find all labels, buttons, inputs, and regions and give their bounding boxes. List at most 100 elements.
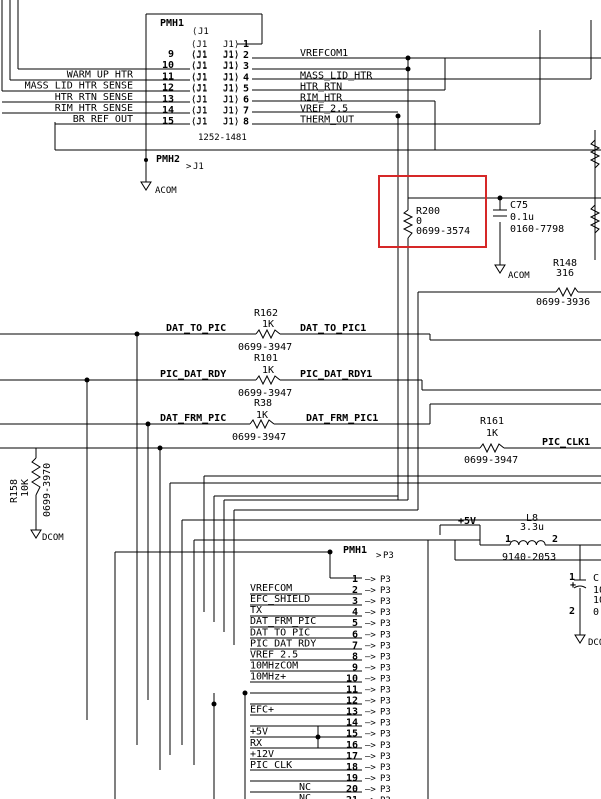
j1-pin-net: MASS_LID_HTR bbox=[300, 70, 373, 81]
r101-part: 0699-3947 bbox=[238, 388, 292, 399]
ground-acom-1: ACOM bbox=[140, 181, 177, 196]
p3-pin-net: EFC+ bbox=[250, 705, 274, 716]
p3-pin-arrow: —> bbox=[365, 663, 376, 673]
j1-pin-net: HTR_RTN bbox=[300, 81, 342, 92]
p3-pin-net: +12V bbox=[250, 749, 274, 760]
r158-part: 0699-3970 bbox=[42, 463, 53, 517]
j1-pin-connector: J1⟩ bbox=[223, 118, 239, 128]
p3-pin-arrow: —> bbox=[365, 630, 376, 640]
j1-pin-number: 2 bbox=[243, 50, 249, 61]
cap-plus: + bbox=[570, 580, 576, 591]
r161-value: 1K bbox=[486, 428, 498, 439]
p3-pin-conn: P3 bbox=[380, 586, 391, 596]
j1-pin-number: 11 bbox=[162, 71, 174, 82]
r38-part: 0699-3947 bbox=[232, 432, 286, 443]
p3-pin-arrow: —> bbox=[365, 741, 376, 751]
p3-pin-arrow: —> bbox=[365, 575, 376, 585]
pmh2-symbol: PMH2 > J1 bbox=[156, 154, 204, 172]
p3-pin-number: 6 bbox=[352, 629, 358, 640]
j1-pin-net: RIM_HTR bbox=[300, 93, 343, 104]
j1-pin-connector: ⟨J1 bbox=[191, 95, 207, 105]
j1-pin-connector: J1⟩ bbox=[223, 50, 239, 60]
partial-resistors-right bbox=[589, 139, 601, 234]
p3-pin-conn: P3 bbox=[380, 608, 391, 618]
l8-ref: L8 bbox=[526, 513, 538, 524]
p3-pin-net: VREF_2.5 bbox=[250, 649, 298, 660]
p3-pin-number: 20 bbox=[346, 784, 358, 795]
j1-pin-connector: J1⟩ bbox=[223, 106, 239, 116]
j1-pin-number: 14 bbox=[162, 105, 174, 116]
p3-pin-number: 7 bbox=[352, 640, 358, 651]
p3-pin-conn: P3 bbox=[380, 686, 391, 696]
resistor-r148: R148 316 0699-3936 bbox=[536, 258, 590, 308]
p3-pin-conn: P3 bbox=[380, 774, 391, 784]
connector-p3: PMH1 > P3 1—>P32—>P3VREFCOM3—>P3EFC_SHIE… bbox=[250, 545, 394, 799]
p3-pin-conn: P3 bbox=[380, 785, 391, 795]
p3-pin-number: 4 bbox=[352, 607, 358, 618]
p3-conn-arrow: > bbox=[376, 551, 382, 561]
p3-pin-net: TX bbox=[250, 605, 262, 616]
cap-part: 0 bbox=[593, 607, 599, 618]
resistor-r161: R161 1K 0699-3947 PIC_CLK1 bbox=[464, 416, 590, 466]
p3-pin-arrow: —> bbox=[365, 586, 376, 596]
j1-pin-net: HTR_RTN_SENSE bbox=[55, 92, 133, 103]
j1-pin-connector: ⟨J1 bbox=[191, 61, 207, 71]
l8-part: 9140-2053 bbox=[502, 552, 556, 563]
p3-pin-row: 12—>P3 bbox=[346, 696, 391, 707]
p3-pin-arrow: —> bbox=[365, 785, 376, 795]
p3-ref: PMH1 bbox=[343, 545, 367, 556]
j1-conn-top: ⟨ bbox=[192, 27, 197, 37]
j1-pin-number: 12 bbox=[162, 83, 174, 94]
j1-pin-number: 7 bbox=[243, 106, 249, 117]
p3-pin-conn: P3 bbox=[380, 641, 391, 651]
j1-pin-connector: J1⟩ bbox=[223, 61, 239, 71]
j1-pin-connector: J1⟩ bbox=[223, 40, 239, 50]
resistor-r162: R162 1K 0699-3947 DAT_TO_PIC DAT_TO_PIC1 bbox=[166, 308, 366, 353]
p3-pin-net: PIC_CLK bbox=[250, 760, 292, 771]
dcom-label-2: DCOM bbox=[588, 638, 601, 648]
j1-pin-number: 10 bbox=[162, 60, 174, 71]
j1-pin-connector: ⟨J1 bbox=[191, 84, 207, 94]
j1-pin-connector: J1⟩ bbox=[223, 62, 239, 72]
j1-pin-number: 13 bbox=[162, 94, 174, 105]
capacitor-c75: C75 0.1u 0160-7798 bbox=[493, 200, 564, 235]
j1-pin-connector: J1⟩ bbox=[223, 84, 239, 94]
inductor-l8: L8 3.3u 9140-2053 1 2 +5V bbox=[458, 513, 558, 563]
j1-pin-number: 9 bbox=[168, 49, 174, 60]
j1-pin-connector: ⟨J1 bbox=[191, 118, 207, 128]
p3-pin-number: 9 bbox=[352, 662, 358, 673]
j1-pin-connector: J1⟩ bbox=[223, 96, 239, 106]
j1-part: 1252-1481 bbox=[198, 133, 247, 143]
p3-pin-number: 12 bbox=[346, 696, 358, 707]
net-dat-frm-pic: DAT_FRM_PIC bbox=[160, 413, 226, 424]
p3-pin-arrow: —> bbox=[365, 674, 376, 684]
p3-pin-arrow: —> bbox=[365, 641, 376, 651]
p3-pin-number: 8 bbox=[352, 651, 358, 662]
p3-pin-arrow: —> bbox=[365, 597, 376, 607]
r162-part: 0699-3947 bbox=[238, 342, 292, 353]
p3-pin-conn: P3 bbox=[380, 663, 391, 673]
j1-pin-connector: J1⟩ bbox=[223, 84, 239, 94]
p3-pin-arrow: —> bbox=[365, 619, 376, 629]
j1-pin-net: VREF_2.5 bbox=[300, 104, 348, 115]
p3-pin-net: VREFCOM bbox=[250, 583, 292, 594]
net-dat-to-pic1: DAT_TO_PIC1 bbox=[300, 323, 366, 334]
p3-pin-number: 13 bbox=[346, 707, 358, 718]
p3-pin-arrow: —> bbox=[365, 608, 376, 618]
p3-pin-arrow: —> bbox=[365, 796, 376, 799]
p3-pin-row: 19—>P3 bbox=[346, 773, 391, 784]
net-plus5v: +5V bbox=[458, 516, 476, 527]
p3-pin-conn: P3 bbox=[380, 730, 391, 740]
